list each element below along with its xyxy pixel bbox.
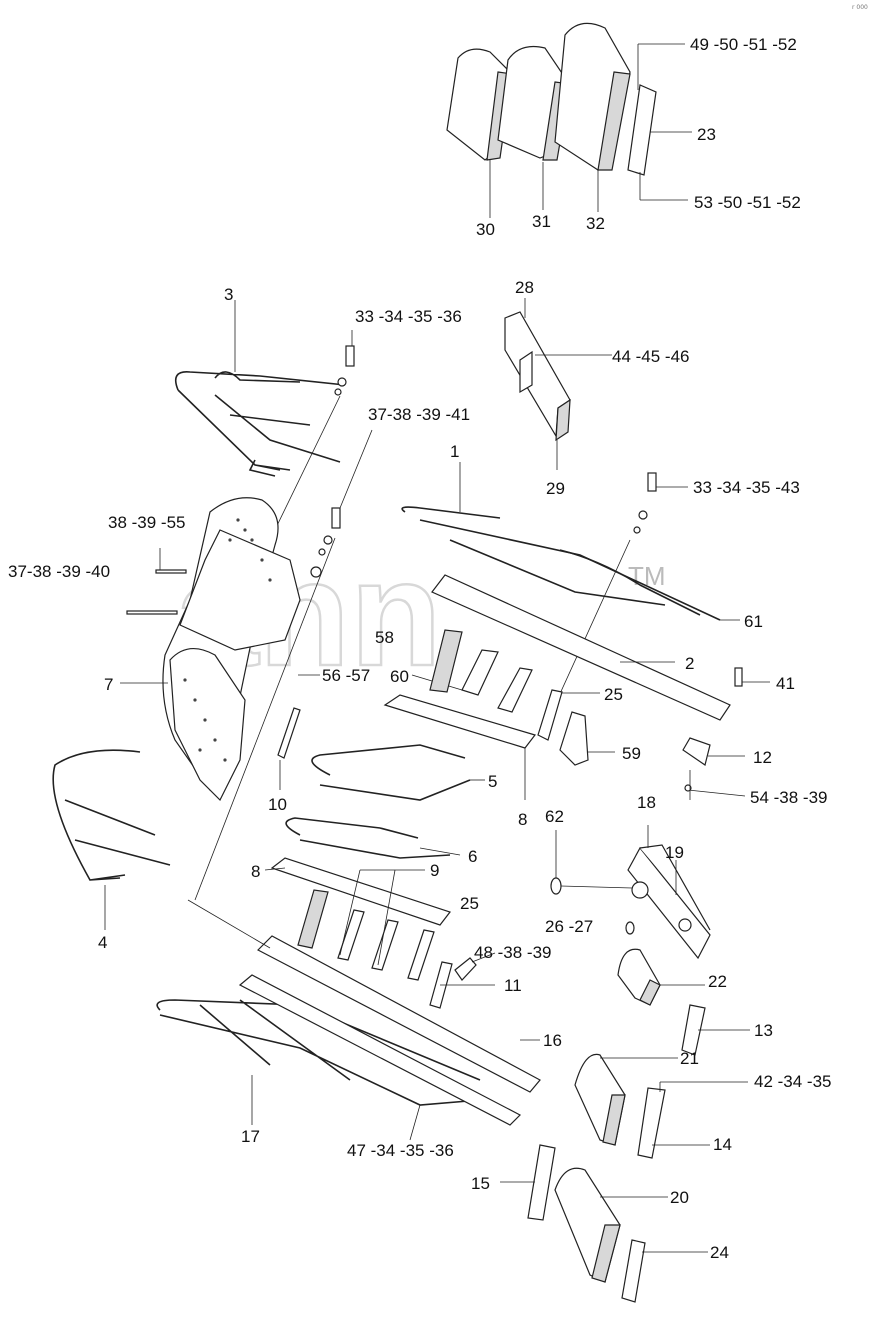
bracket-59 (559, 711, 615, 766)
label-24: 24 (710, 1243, 729, 1262)
leader-37-41 (194, 537, 336, 901)
label-54: 54 -38 -39 (750, 788, 828, 807)
label-38: 38 -39 -55 (108, 513, 186, 532)
label-28: 28 (515, 278, 534, 297)
pad-22 (617, 948, 705, 1006)
wire-frame-5 (311, 744, 485, 801)
label-22: 22 (708, 972, 727, 991)
label-33b: 33 -34 -35 -43 (693, 478, 800, 497)
leader-47 (187, 899, 271, 949)
pad-10 (277, 674, 320, 790)
corner-mark: r 000 (852, 4, 868, 11)
screw-37 (126, 610, 178, 615)
plate-8-lower (264, 857, 451, 926)
bracket-12 (682, 667, 770, 800)
pad-20 (554, 1167, 668, 1283)
label-13: 13 (754, 1021, 773, 1040)
label-53: 53 -50 -51 -52 (694, 193, 801, 212)
bolt-stack-33b (547, 472, 688, 721)
seat-frame-7 (120, 497, 301, 802)
label-21: 21 (680, 1049, 699, 1068)
label-47: 47 -34 -35 -36 (347, 1141, 454, 1160)
label-6: 6 (468, 847, 477, 866)
block-28-29 (504, 298, 612, 470)
label-12: 12 (753, 748, 772, 767)
wire-frame-3 (174, 300, 346, 477)
wire-frame-1 (401, 462, 740, 621)
bracket-11 (429, 952, 496, 1009)
bolt-stack-33 (269, 330, 355, 541)
spring-60 (411, 649, 533, 713)
washer-62 (550, 830, 633, 895)
label-17: 17 (241, 1127, 260, 1146)
label-44: 44 -45 -46 (612, 347, 690, 366)
label-23: 23 (697, 125, 716, 144)
label-1: 1 (450, 442, 459, 461)
plate-2 (431, 574, 731, 721)
label-26: 26 -27 (545, 917, 593, 936)
spring-9 (297, 869, 435, 981)
label-59: 59 (622, 744, 641, 763)
label-19: 19 (665, 843, 684, 862)
spring-25-upper (537, 689, 600, 741)
label-2: 2 (685, 654, 694, 673)
label-7: 7 (104, 675, 113, 694)
plate-8-upper (383, 694, 537, 800)
label-29: 29 (546, 479, 565, 498)
washer-26 (625, 921, 635, 935)
label-30: 30 (476, 220, 495, 239)
label-37a: 37-38 -39 -41 (368, 405, 470, 424)
label-10: 10 (268, 795, 287, 814)
label-16: 16 (543, 1031, 562, 1050)
label-58: 58 (375, 628, 394, 647)
label-8a: 8 (518, 810, 527, 829)
label-42: 42 -34 -35 (754, 1072, 832, 1091)
wire-frame-17 (156, 974, 522, 1141)
label-37b: 37-38 -39 -40 (8, 562, 110, 581)
label-33a: 33 -34 -35 -36 (355, 307, 462, 326)
plate-16 (256, 935, 541, 1093)
label-14: 14 (713, 1135, 732, 1154)
label-32: 32 (586, 214, 605, 233)
wire-frame-6 (285, 817, 461, 859)
label-62: 62 (545, 807, 564, 826)
label-49: 49 -50 -51 -52 (690, 35, 797, 54)
label-41: 41 (776, 674, 795, 693)
label-20: 20 (670, 1188, 689, 1207)
pad-21 (574, 1053, 678, 1146)
label-61: 61 (744, 612, 763, 631)
bolt-stack-37 (310, 429, 373, 578)
label-60: 60 (390, 667, 409, 686)
label-11: 11 (504, 976, 522, 995)
label-25a: 25 (604, 685, 623, 704)
bracket-14 (637, 1081, 748, 1159)
bracket-24 (621, 1239, 708, 1303)
plate-18-19 (627, 825, 711, 960)
bracket-15 (500, 1144, 556, 1221)
label-15: 15 (471, 1174, 490, 1193)
label-9: 9 (430, 861, 439, 880)
label-31: 31 (532, 212, 551, 231)
wire-frame-4 (52, 749, 171, 930)
label-56: 56 -57 (322, 666, 370, 685)
label-25b: 25 (460, 894, 479, 913)
label-3: 3 (224, 285, 233, 304)
screw-38 (155, 548, 187, 574)
callout-labels: 49 -50 -51 -52 23 53 -50 -51 -52 30 31 3… (8, 35, 832, 1262)
label-48: 48 -38 -39 (474, 943, 552, 962)
pad-58 (429, 629, 463, 693)
label-5: 5 (488, 772, 497, 791)
cushion-32 (554, 22, 631, 212)
bracket-13 (681, 1004, 750, 1056)
label-4: 4 (98, 933, 107, 952)
label-18: 18 (637, 793, 656, 812)
label-8b: 8 (251, 862, 260, 881)
bracket-23 (627, 43, 692, 201)
